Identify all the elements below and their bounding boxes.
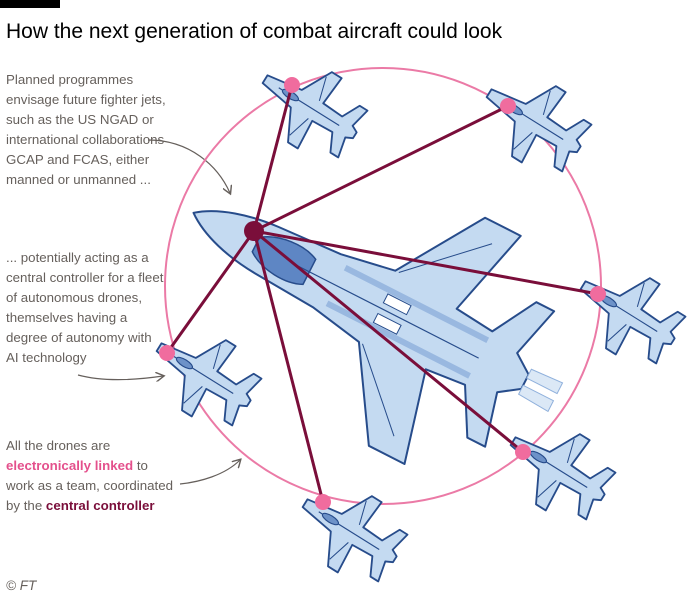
drone-icon: [136, 311, 272, 440]
drone-node: [315, 494, 331, 510]
drone-icon: [560, 249, 696, 378]
drone-icon: [242, 43, 378, 172]
chart-title: How the next generation of combat aircra…: [6, 20, 503, 43]
source-credit: © FT: [6, 578, 37, 593]
central-controller-node: [244, 221, 264, 241]
controller-jet: [192, 210, 564, 465]
link-line: [252, 229, 600, 296]
link-line: [252, 229, 525, 454]
drone-icon: [490, 405, 626, 534]
network-ring: [164, 67, 602, 505]
annotation-electronically-linked: All the drones are electronically linked…: [6, 436, 178, 516]
drone-node: [500, 98, 516, 114]
drone-icon: [282, 467, 418, 596]
drone-node: [159, 345, 175, 361]
link-line: [165, 229, 256, 355]
drone-nodes: [159, 77, 606, 510]
annotation-manned-or-unmanned: Planned programmes envisage future fight…: [6, 72, 166, 187]
drone-node: [515, 444, 531, 460]
link-line: [252, 229, 325, 504]
linked-text-1: All the drones are: [6, 438, 111, 453]
arrow-to-drone: [77, 375, 163, 380]
drone-icon: [466, 57, 602, 186]
control-links: [165, 83, 600, 504]
arrow-to-central-jet: [147, 139, 230, 193]
controller-highlight: central controller: [45, 498, 155, 513]
drone-node: [284, 77, 300, 93]
drone-node: [590, 286, 606, 302]
linked-highlight: electronically linked: [6, 458, 134, 473]
annotation-central-controller: ... potentially acting as a central cont…: [6, 250, 164, 365]
link-line: [252, 104, 510, 233]
linked-text-2: to work as a team, coordinated by the: [6, 458, 174, 513]
brand-bar: [0, 0, 60, 8]
arrow-to-ring: [179, 460, 240, 485]
link-line: [252, 83, 294, 233]
